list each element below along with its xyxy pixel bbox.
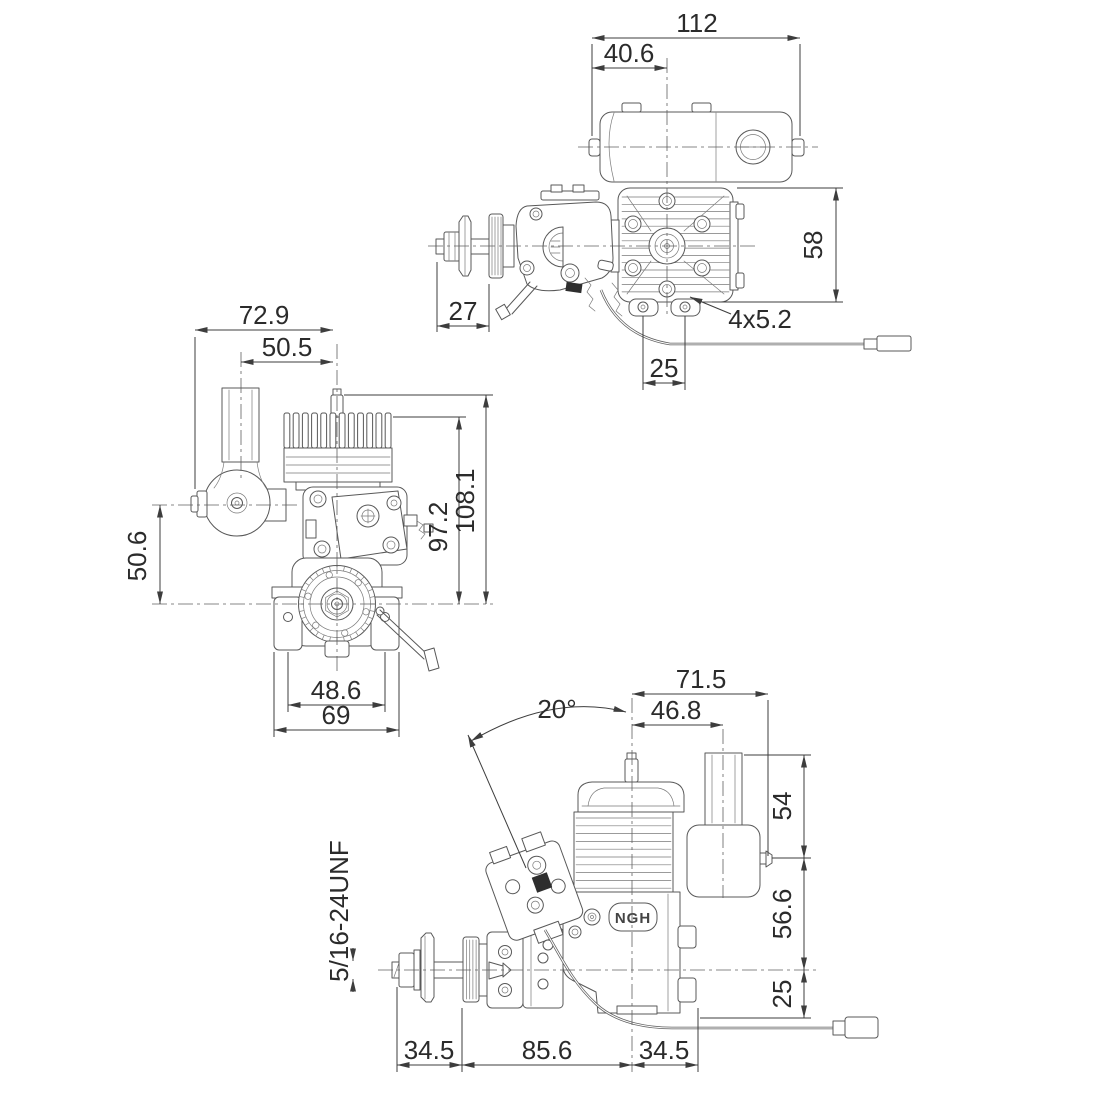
dim-label: 27 [449, 296, 478, 326]
dim-label: 54 [767, 792, 797, 821]
dim-front-overall: 72.9 [194, 300, 333, 489]
dim-label: 25 [767, 980, 797, 1009]
muffler-side-view [686, 752, 773, 898]
callout-label: 5/16-24UNF [324, 840, 354, 982]
crankcase-side-view: NGH [522, 891, 697, 1015]
dim-label: 71.5 [676, 664, 727, 694]
dim-label: 85.6 [522, 1035, 573, 1065]
dim-side-pipe-offset: 46.8 [632, 695, 723, 728]
front-view: 72.9 50.5 50.6 97.2 108.1 48.6 [122, 300, 493, 737]
dim-label: 50.5 [262, 332, 313, 362]
exhaust-outlet [765, 850, 773, 868]
dim-top-muffler-offset: 40.6 [592, 38, 667, 71]
carburetor-top-view [495, 184, 623, 321]
dim-front-cyl-height: 97.2 [393, 416, 466, 604]
throttle-arm-front [375, 606, 440, 672]
dim-front-muffler-drop: 50.6 [122, 505, 163, 604]
logo-badge [608, 902, 658, 932]
dim-label: 25 [650, 353, 679, 383]
throttle-cable-side-view [543, 929, 879, 1039]
cylinder-side-view [573, 752, 685, 893]
dim-top-head-depth: 58 [712, 187, 843, 303]
carburetor-side-view [485, 831, 584, 944]
dim-side-outlet-offset: 71.5 [632, 664, 769, 856]
dim-top-overall-width: 112 [591, 8, 801, 136]
muffler-front-view [190, 387, 287, 537]
dim-label: 72.9 [239, 300, 290, 330]
dim-side-mid-height: 56.6 [767, 858, 807, 970]
crankcase-front-view [271, 557, 440, 672]
dim-front-mount-outer: 69 [273, 652, 400, 737]
throttle-cable-top-view [599, 289, 912, 352]
prop-washer-side [420, 932, 435, 1003]
drive-hub-side [462, 936, 480, 1003]
brand-logo: NGH [615, 910, 651, 927]
dim-label: 34.5 [639, 1035, 690, 1065]
dim-side-mid-length: 85.6 [462, 1035, 632, 1068]
dim-label: 46.8 [651, 695, 702, 725]
dim-front-overall-height: 108.1 [344, 394, 493, 604]
dim-label: 20° [537, 694, 576, 724]
side-view: NGH [324, 664, 879, 1072]
dim-side-base: 25 [700, 970, 811, 1019]
dim-label: 97.2 [423, 502, 453, 553]
dim-label: 58 [798, 231, 828, 260]
dim-top-shaft: 27 [436, 262, 490, 332]
dim-label: 112 [676, 8, 717, 38]
dim-label: 40.6 [604, 38, 655, 68]
cable-connector-side [844, 1016, 879, 1039]
top-view: 112 40.6 58 27 25 4x5.2 [428, 8, 912, 390]
dim-side-rear-length: 34.5 [632, 1008, 699, 1072]
dim-label: 34.5 [404, 1035, 455, 1065]
callout-mount-holes: 4x5.2 [689, 296, 792, 334]
dim-side-front-length: 34.5 [396, 987, 463, 1072]
callout-label: 4x5.2 [728, 304, 792, 334]
callout-prop-thread: 5/16-24UNF [324, 840, 356, 992]
cylinder-front-view [283, 388, 393, 491]
dim-label: 108.1 [450, 468, 480, 533]
cylinder-head-top-view [610, 187, 745, 317]
dim-side-muffler-top: 54 [744, 754, 811, 859]
dim-label: 69 [322, 700, 351, 730]
needle-valve [403, 514, 418, 527]
dim-front-mount-inner: 48.6 [287, 652, 386, 712]
dim-label: 56.6 [767, 889, 797, 940]
dim-side-carb-angle: 20° [467, 694, 627, 869]
carburetor-front-view [302, 486, 434, 566]
dim-top-mount-spacing: 25 [642, 316, 686, 390]
muffler-top-view [588, 102, 805, 183]
dim-front-pipe-offset: 50.5 [241, 332, 333, 365]
dim-label: 50.6 [122, 531, 152, 582]
mount-lug-left [273, 596, 303, 651]
dim-label: 48.6 [311, 675, 362, 705]
cable-connector [876, 335, 912, 352]
prop-nut [443, 231, 461, 262]
spark-plug-side [624, 758, 639, 783]
head-bolts [624, 192, 711, 298]
